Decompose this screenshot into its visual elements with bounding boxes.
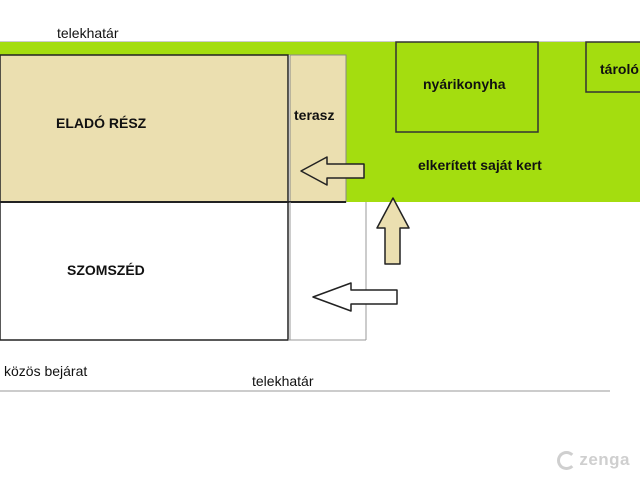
bottom-boundary-label: telekhatár bbox=[252, 373, 314, 389]
terrace-label: terasz bbox=[294, 107, 335, 123]
zenga-watermark: zenga bbox=[557, 450, 630, 470]
arrow-to-terrace bbox=[300, 156, 365, 186]
neighbour-area bbox=[0, 201, 289, 341]
garden-strip bbox=[0, 42, 346, 55]
neighbour-label: SZOMSZÉD bbox=[67, 262, 145, 278]
storage-label: tároló bbox=[600, 61, 639, 77]
for-sale-area bbox=[0, 54, 289, 203]
arrow-to-neighbour bbox=[312, 282, 398, 312]
garden-label: elkerített saját kert bbox=[418, 157, 542, 173]
summer-kitchen-label: nyárikonyha bbox=[423, 76, 506, 92]
arrow-up bbox=[376, 197, 410, 265]
summer-kitchen-box bbox=[395, 41, 539, 133]
zenga-watermark-text: zenga bbox=[579, 450, 630, 469]
top-boundary-label: telekhatár bbox=[57, 25, 119, 41]
for-sale-label: ELADÓ RÉSZ bbox=[56, 115, 147, 131]
zenga-logo-icon bbox=[557, 450, 577, 470]
storage-box bbox=[585, 41, 640, 93]
common-entrance-label: közös bejárat bbox=[4, 363, 88, 379]
